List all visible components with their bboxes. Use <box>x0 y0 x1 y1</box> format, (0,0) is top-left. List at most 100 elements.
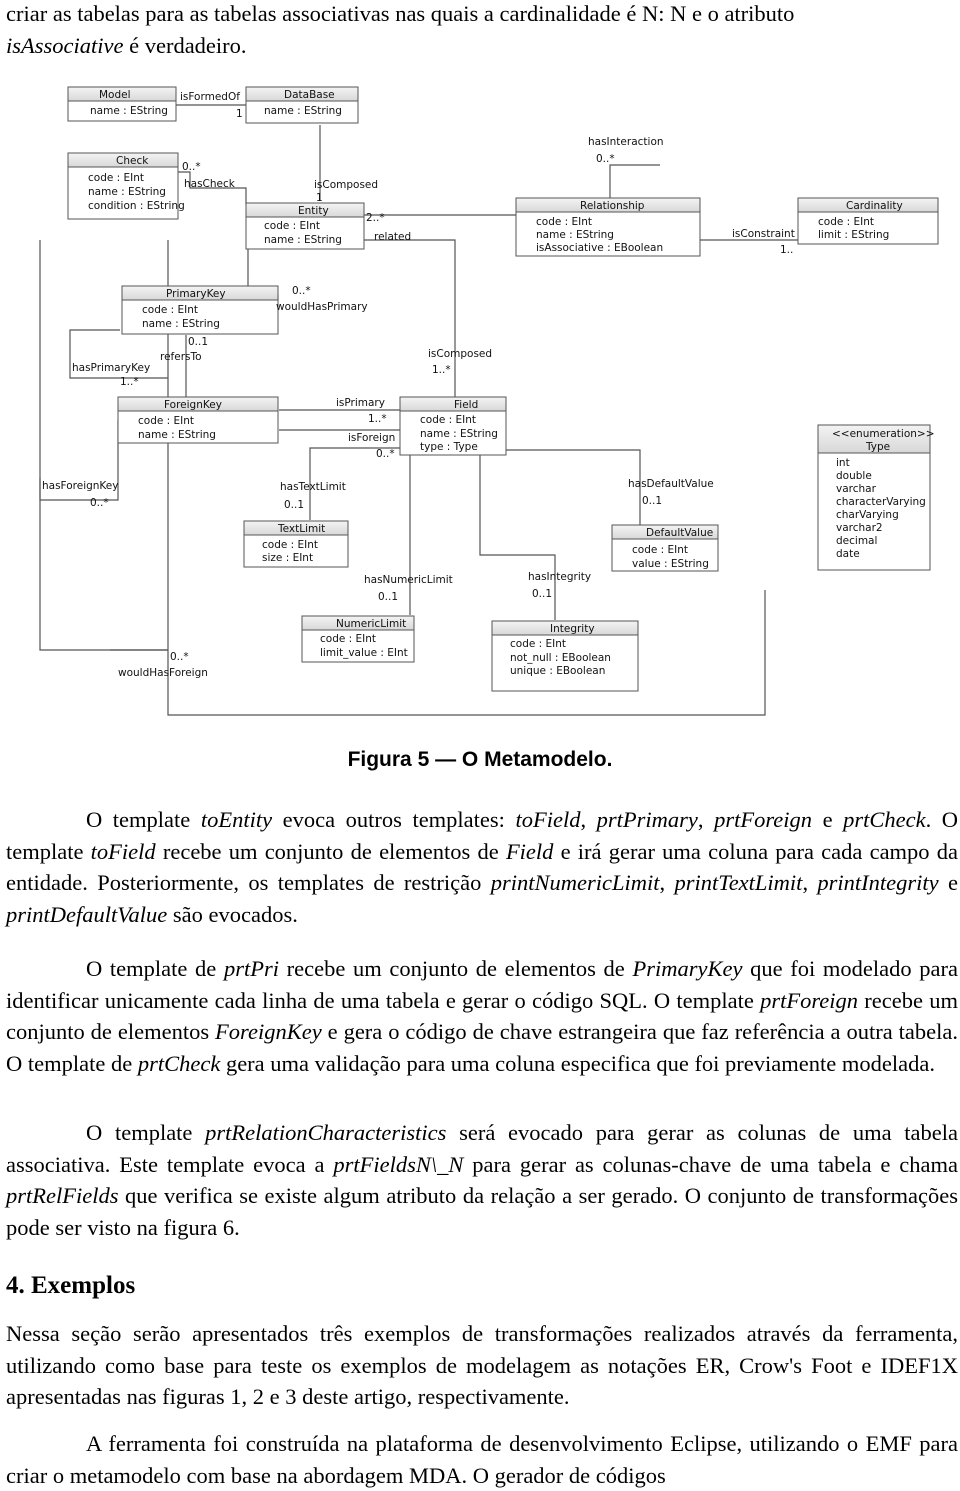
class-attr: name : EString <box>138 429 216 441</box>
association-lines <box>39 104 798 716</box>
mult-label: 0..1 <box>378 591 398 603</box>
class-attr: isAssociative : EBoolean <box>536 242 663 254</box>
label-related: related <box>374 231 411 243</box>
class-foreignkey: ForeignKey code : EInt name : EString <box>117 396 279 444</box>
mult-label: 0..1 <box>284 499 304 511</box>
mult-label: 1..* <box>120 376 139 388</box>
paragraph-5: A ferramenta foi construída na plataform… <box>6 1431 958 1488</box>
mult-label: 0..1 <box>532 588 552 600</box>
class-integrity: Integrity code : EInt not_null : EBoolea… <box>491 620 639 692</box>
intro-line: criar as tabelas para as tabelas associa… <box>6 1 795 58</box>
mult-label: 0..* <box>376 448 395 460</box>
mult-label: 1 <box>316 192 323 204</box>
class-attr: value : EString <box>632 558 709 570</box>
class-primarykey-title: PrimaryKey <box>166 288 226 300</box>
class-textlimit-title: TextLimit <box>277 523 325 535</box>
class-attr: code : EInt <box>420 414 476 426</box>
class-model: Model name : EString <box>67 86 177 122</box>
mult-label: 1 <box>236 108 243 120</box>
class-attr: code : EInt <box>88 172 144 184</box>
label-iscomposed: isComposed <box>314 179 378 191</box>
enum-literal: varchar2 <box>836 522 883 534</box>
class-attr: code : EInt <box>536 216 592 228</box>
enum-literal: date <box>836 548 860 560</box>
class-foreignkey-title: ForeignKey <box>164 399 222 411</box>
label-hasforeignkey: hasForeignKey <box>42 480 118 492</box>
class-enumeration-title: Type <box>865 441 890 453</box>
term-isassociative: isAssociative <box>6 32 124 58</box>
class-attr: size : EInt <box>262 552 313 564</box>
label-isformedof: isFormedOf <box>180 91 240 103</box>
class-numericlimit-title: NumericLimit <box>336 618 406 630</box>
class-attr: name : EString <box>142 318 220 330</box>
class-attr: code : EInt <box>142 304 198 316</box>
class-attr: not_null : EBoolean <box>510 652 611 664</box>
class-attr: name : EString <box>88 186 166 198</box>
class-field-title: Field <box>454 399 478 411</box>
class-textlimit: TextLimit code : EInt size : EInt <box>243 520 349 568</box>
enum-literal: decimal <box>836 535 877 547</box>
mult-label: 0..* <box>182 161 201 173</box>
class-database: DataBase name : EString <box>245 86 359 124</box>
mult-label: 0..* <box>596 153 615 165</box>
label-refersto: refersTo <box>160 351 202 363</box>
class-check: Check code : EInt name : EString conditi… <box>67 152 185 220</box>
class-numericlimit: NumericLimit code : EInt limit_value : E… <box>301 615 415 663</box>
class-database-title: DataBase <box>284 89 335 101</box>
section-heading: 4. Exemplos <box>6 1272 136 1299</box>
class-relationship-title: Relationship <box>580 200 645 212</box>
class-defaultvalue: DefaultValue code : EInt value : EString <box>611 524 719 572</box>
mult-label: 1.. <box>780 244 793 256</box>
class-attr: code : EInt <box>262 539 318 551</box>
class-model-title: Model <box>99 89 131 101</box>
class-enumeration-type: <<enumeration>> Type int double varchar … <box>817 424 935 571</box>
class-attr: code : EInt <box>320 633 376 645</box>
association-labels: isFormedOf 1 0..* hasCheck isComposed 1 … <box>42 91 795 679</box>
class-primarykey: PrimaryKey code : EInt name : EString <box>121 285 279 335</box>
class-cardinality-title: Cardinality <box>846 200 903 212</box>
enum-literal: charVarying <box>836 509 899 521</box>
mult-label: 0..* <box>90 497 109 509</box>
figure-caption: Figura 5 — O Metamodelo. <box>347 748 613 771</box>
class-attr: type : Type <box>420 441 478 453</box>
mult-label: 0..* <box>170 651 189 663</box>
enum-literal: characterVarying <box>836 496 926 508</box>
paragraph-4: Nessa seção serão apresentados três exem… <box>6 1321 958 1410</box>
class-cardinality: Cardinality code : EInt limit : EString <box>797 197 939 245</box>
class-defaultvalue-title: DefaultValue <box>646 527 713 539</box>
mult-label: 1..* <box>368 413 387 425</box>
class-attr: code : EInt <box>138 415 194 427</box>
class-entity-title: Entity <box>298 205 329 217</box>
mult-label: 0..1 <box>188 336 208 348</box>
mult-label: 0..* <box>292 285 311 297</box>
mult-label: 1..* <box>432 364 451 376</box>
label-hasprimarykey: hasPrimaryKey <box>72 362 150 374</box>
label-isprimary: isPrimary <box>336 397 385 409</box>
label-hasinteraction: hasInteraction <box>588 136 664 148</box>
class-attr: name : EString <box>536 229 614 241</box>
label-iscomposed-field: isComposed <box>428 348 492 360</box>
class-attr: name : EString <box>264 105 342 117</box>
class-entity: Entity code : EInt name : EString <box>245 202 365 250</box>
enum-literal: varchar <box>836 483 877 495</box>
class-attr: code : EInt <box>818 216 874 228</box>
paragraph-2: O template de prtPri recebe um conjunto … <box>6 956 959 1076</box>
class-integrity-title: Integrity <box>550 623 595 635</box>
label-hascheck: hasCheck <box>184 178 236 190</box>
class-attr: name : EString <box>264 234 342 246</box>
label-hastextlimit: hasTextLimit <box>280 481 346 493</box>
enum-stereotype: <<enumeration>> <box>832 428 935 440</box>
class-attr: limit : EString <box>818 229 889 241</box>
label-isforeign: isForeign <box>348 432 395 444</box>
class-relationship: Relationship code : EInt name : EString … <box>515 197 701 257</box>
class-attr: limit_value : EInt <box>320 647 408 659</box>
class-attr: code : EInt <box>264 220 320 232</box>
class-check-title: Check <box>116 155 149 167</box>
label-wouldhasprimary: wouldHasPrimary <box>276 301 368 313</box>
class-field: Field code : EInt name : EString type : … <box>399 396 507 456</box>
label-hasintegrity: hasIntegrity <box>528 571 591 583</box>
class-attr: condition : EString <box>88 200 185 212</box>
mult-label: 2..* <box>366 212 385 224</box>
class-attr: code : EInt <box>510 638 566 650</box>
class-attr: code : EInt <box>632 544 688 556</box>
